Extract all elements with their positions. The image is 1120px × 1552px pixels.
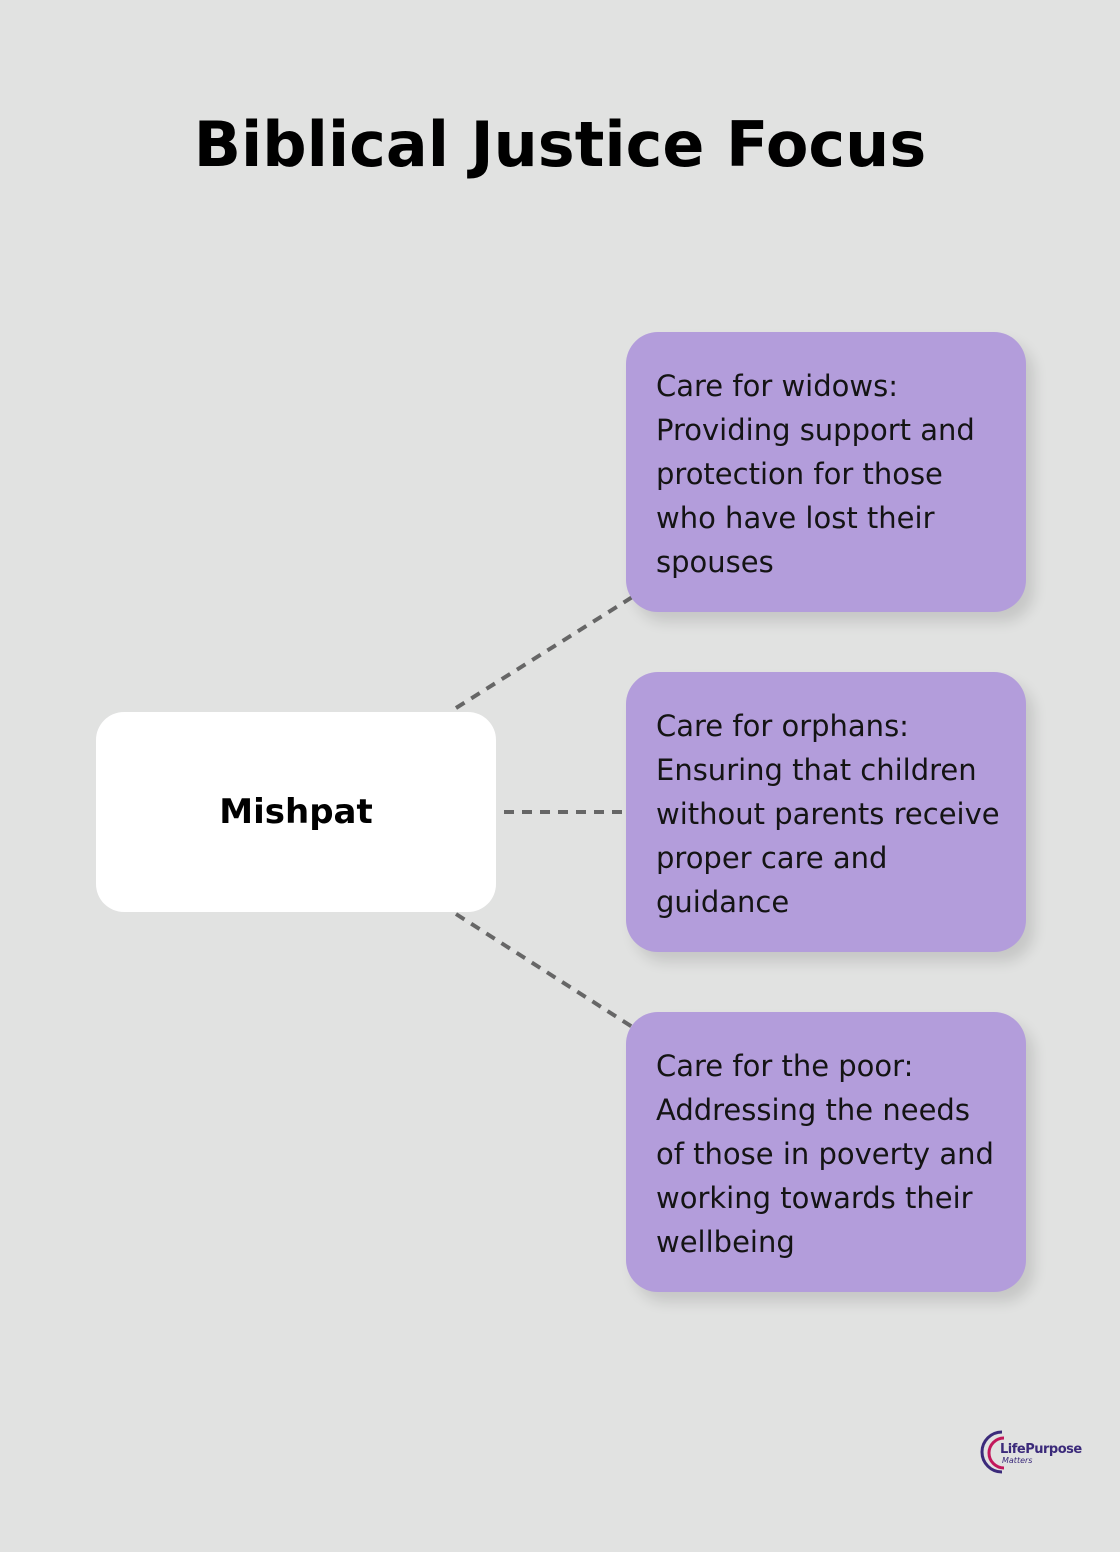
card-text: Care for orphans: Ensuring that children…	[656, 709, 1000, 919]
card-poor: Care for the poor: Addressing the needs …	[626, 1012, 1026, 1292]
card-widows: Care for widows: Providing support and p…	[626, 332, 1026, 612]
logo-arc-icon	[980, 1430, 1005, 1474]
connector-poor	[454, 912, 636, 1030]
brand-logo: LifePurpose Matters	[980, 1428, 1082, 1474]
page-title: Biblical Justice Focus	[193, 108, 927, 181]
logo-sub: Matters	[1002, 1456, 1033, 1465]
card-orphans: Care for orphans: Ensuring that children…	[626, 672, 1026, 952]
center-node: Mishpat	[96, 712, 496, 912]
center-label: Mishpat	[219, 792, 373, 832]
card-text: Care for widows: Providing support and p…	[656, 369, 975, 579]
logo-name: LifePurpose	[1000, 1442, 1082, 1457]
card-text: Care for the poor: Addressing the needs …	[656, 1049, 994, 1259]
connector-widows	[454, 594, 636, 710]
